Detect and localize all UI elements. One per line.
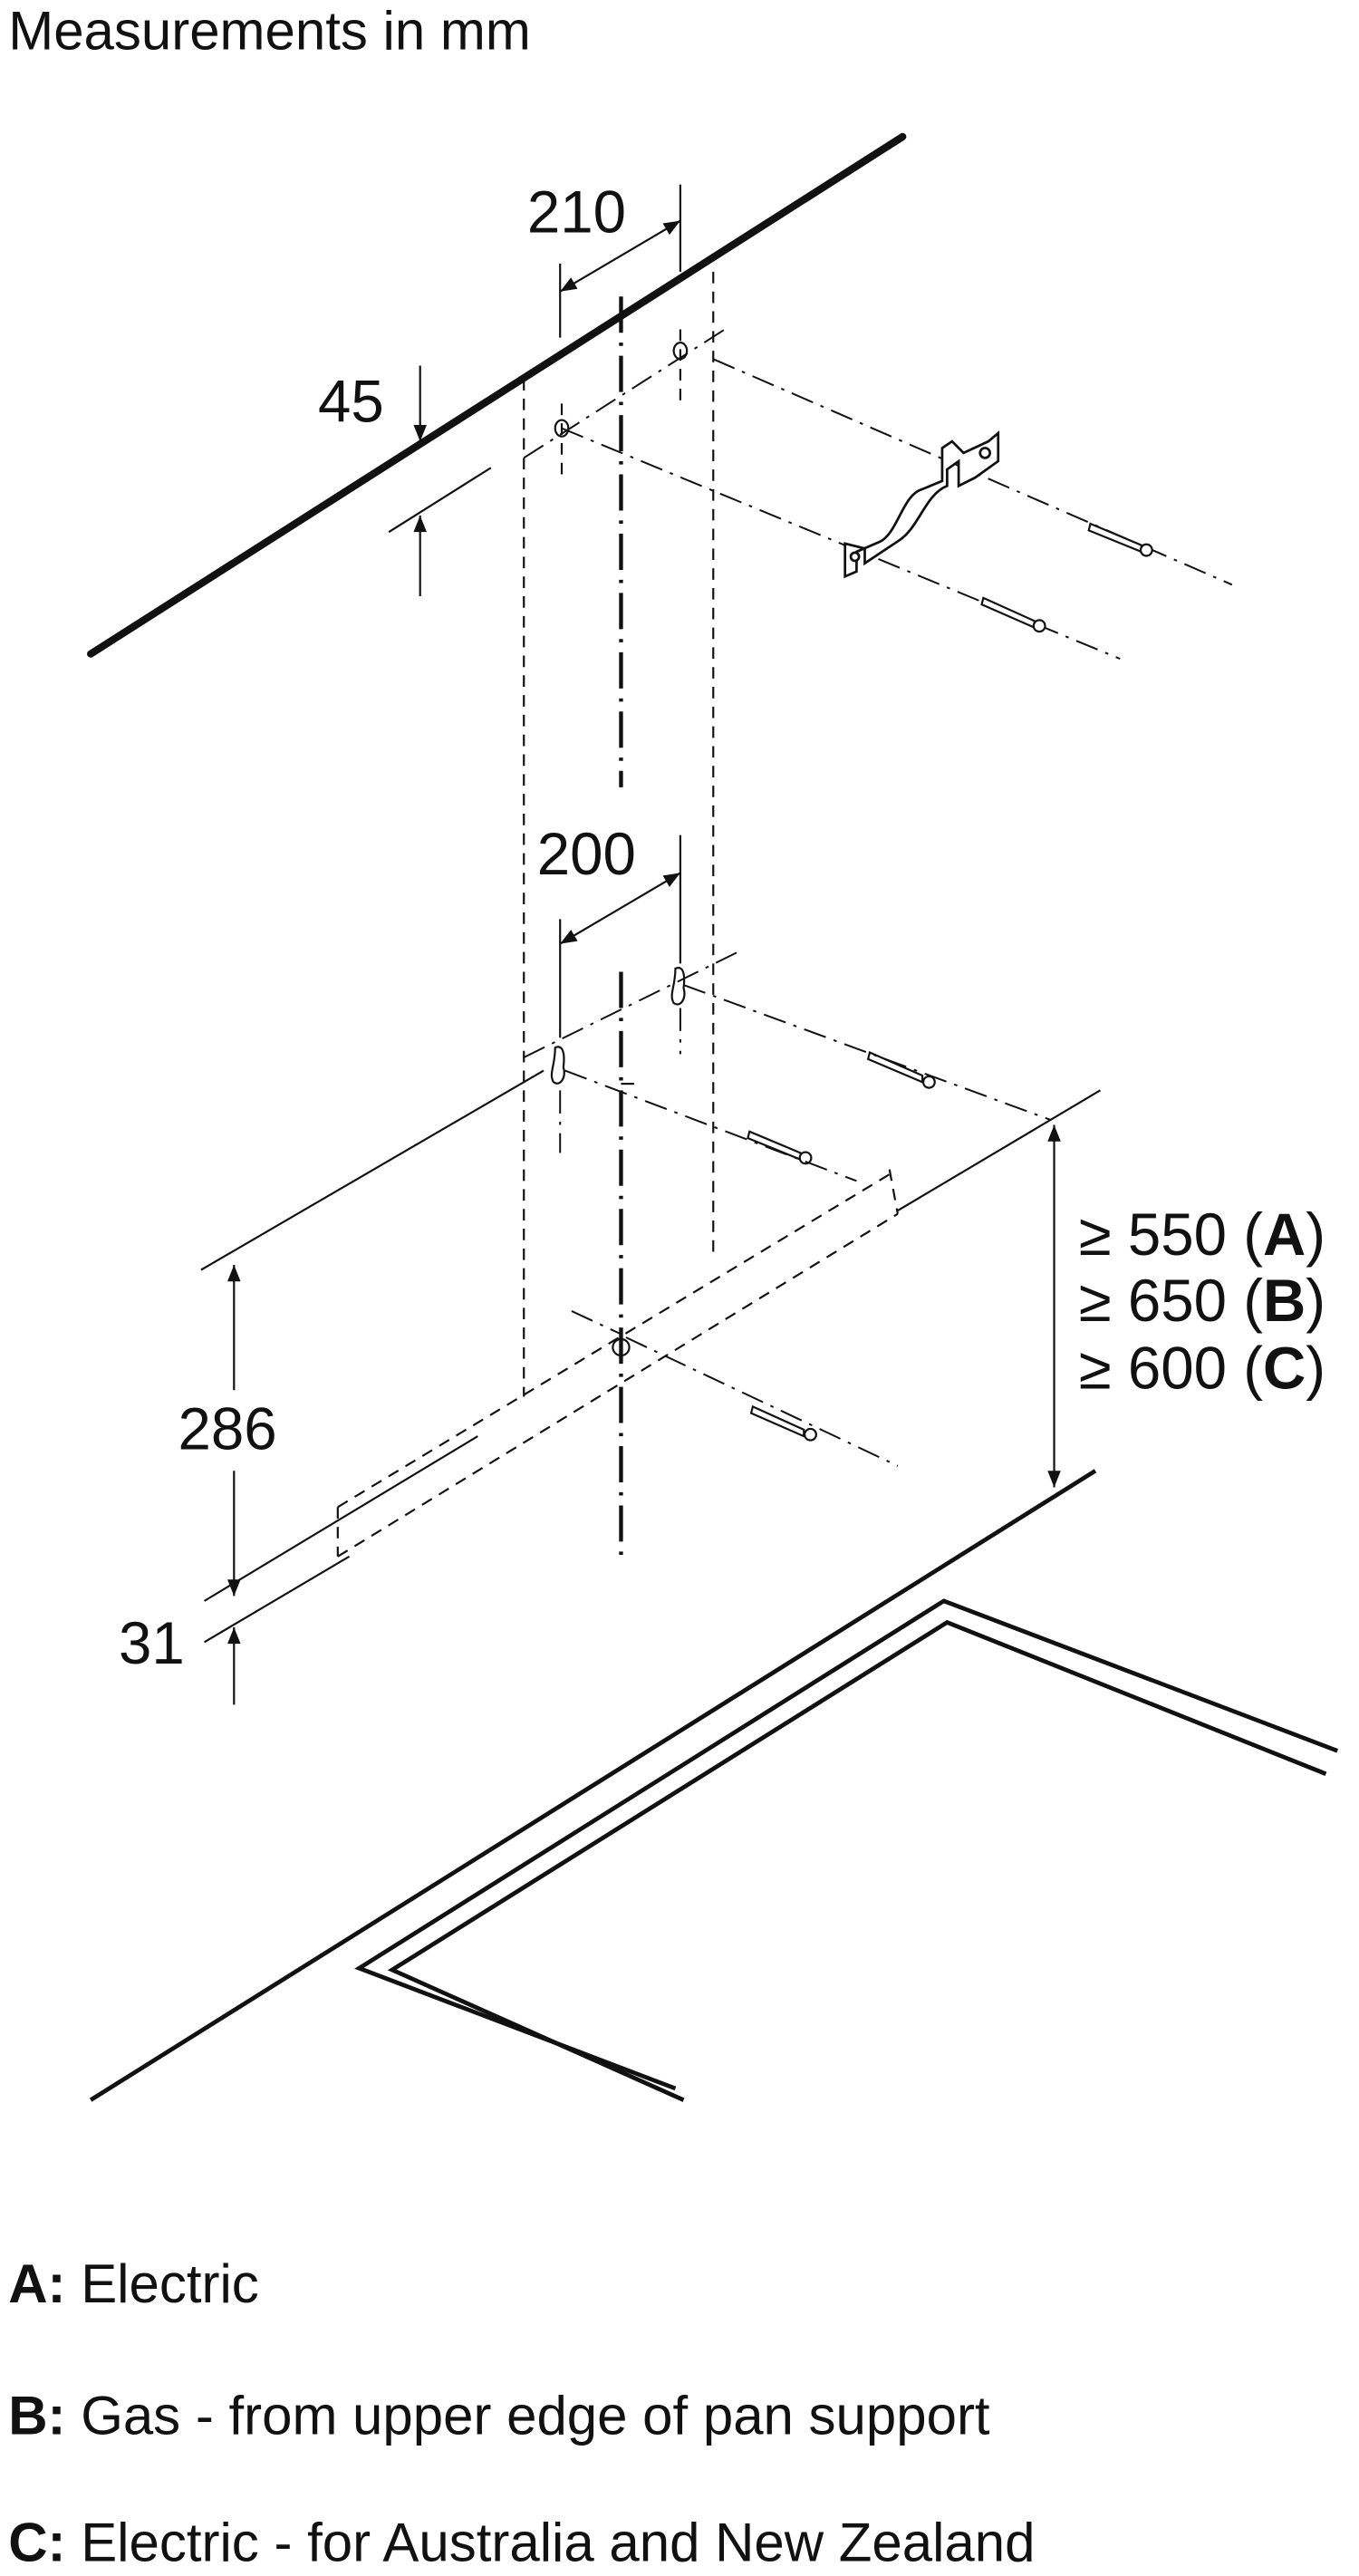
- diagram-line: [843, 430, 1000, 579]
- wall-top-line: [87, 132, 907, 658]
- keyhole-slot-icon: [550, 1046, 565, 1085]
- diagram-line: [747, 1130, 802, 1162]
- mounting-bracket-icon: [843, 430, 1000, 579]
- min-distance-b: ≥ 650 (B): [1079, 1268, 1325, 1334]
- diagram-line: [804, 1427, 817, 1442]
- screw-icon: [866, 1051, 936, 1089]
- keyhole-slot-icon: [670, 967, 686, 1006]
- diagram-line: [749, 1404, 805, 1438]
- screw-icon: [1087, 522, 1153, 557]
- diagram-line: [849, 551, 861, 563]
- worktop-edge: [89, 1469, 1097, 2102]
- diagram-line: [798, 1151, 813, 1165]
- legend: A: Electric B: Gas - from upper edge of …: [8, 2253, 1035, 2572]
- min-distance-c: ≥ 600 (C): [1079, 1335, 1325, 1401]
- diagram-title: Measurements in mm: [8, 1, 531, 62]
- diagram-line: [337, 1212, 899, 1558]
- diagram-line: [388, 467, 492, 534]
- diagram-line: [866, 1051, 924, 1084]
- diagram-line: [978, 447, 992, 459]
- hob-outline: [354, 1598, 1339, 2091]
- dim-45-label: 45: [318, 368, 384, 434]
- dim-210-label: 210: [527, 178, 626, 245]
- diagram-line: [204, 1435, 478, 1602]
- screw-icon: [749, 1404, 817, 1442]
- diagram-line: [683, 984, 1052, 1122]
- hood-top-edge: [200, 1069, 545, 1271]
- diagram-line: [204, 1555, 351, 1644]
- diagram-line: [897, 1089, 1101, 1212]
- diagram-line: [921, 1075, 936, 1089]
- dim-31-label: 31: [119, 1610, 185, 1676]
- legend-item-a: A: Electric: [8, 2253, 259, 2314]
- diagram-line: [564, 1069, 857, 1182]
- drill-hole-icon: [612, 1337, 631, 1357]
- screw-icon: [747, 1130, 813, 1165]
- dim-286-label: 286: [178, 1396, 276, 1462]
- diagram-line: [387, 1619, 1327, 2102]
- drill-hole-icon: [554, 419, 570, 438]
- min-distance-labels: ≥ 550 (A) ≥ 650 (B) ≥ 600 (C): [1079, 1201, 1325, 1401]
- diagram-line: [980, 596, 1036, 630]
- dim-200-label: 200: [537, 821, 636, 887]
- diagram-line: [337, 1173, 891, 1509]
- dim-200-arrow: [559, 872, 681, 945]
- diagram-line: [523, 328, 726, 459]
- diagram-line: [625, 1336, 899, 1467]
- diagram-line: [523, 950, 738, 1058]
- screw-icon: [980, 596, 1046, 633]
- min-distance-a: ≥ 550 (A): [1079, 1201, 1325, 1268]
- dim-210-arrow: [559, 219, 681, 293]
- drill-hole-icon: [672, 342, 689, 361]
- diagram-line: [571, 1310, 622, 1336]
- diagram-line: [1032, 619, 1046, 633]
- diagram-line: [1087, 522, 1142, 554]
- legend-item-c: C: Electric - for Australia and New Zeal…: [8, 2513, 1035, 2573]
- diagram-line: [1139, 543, 1153, 557]
- legend-item-b: B: Gas - from upper edge of pan support: [8, 2386, 990, 2446]
- diagram-line: [888, 1169, 899, 1214]
